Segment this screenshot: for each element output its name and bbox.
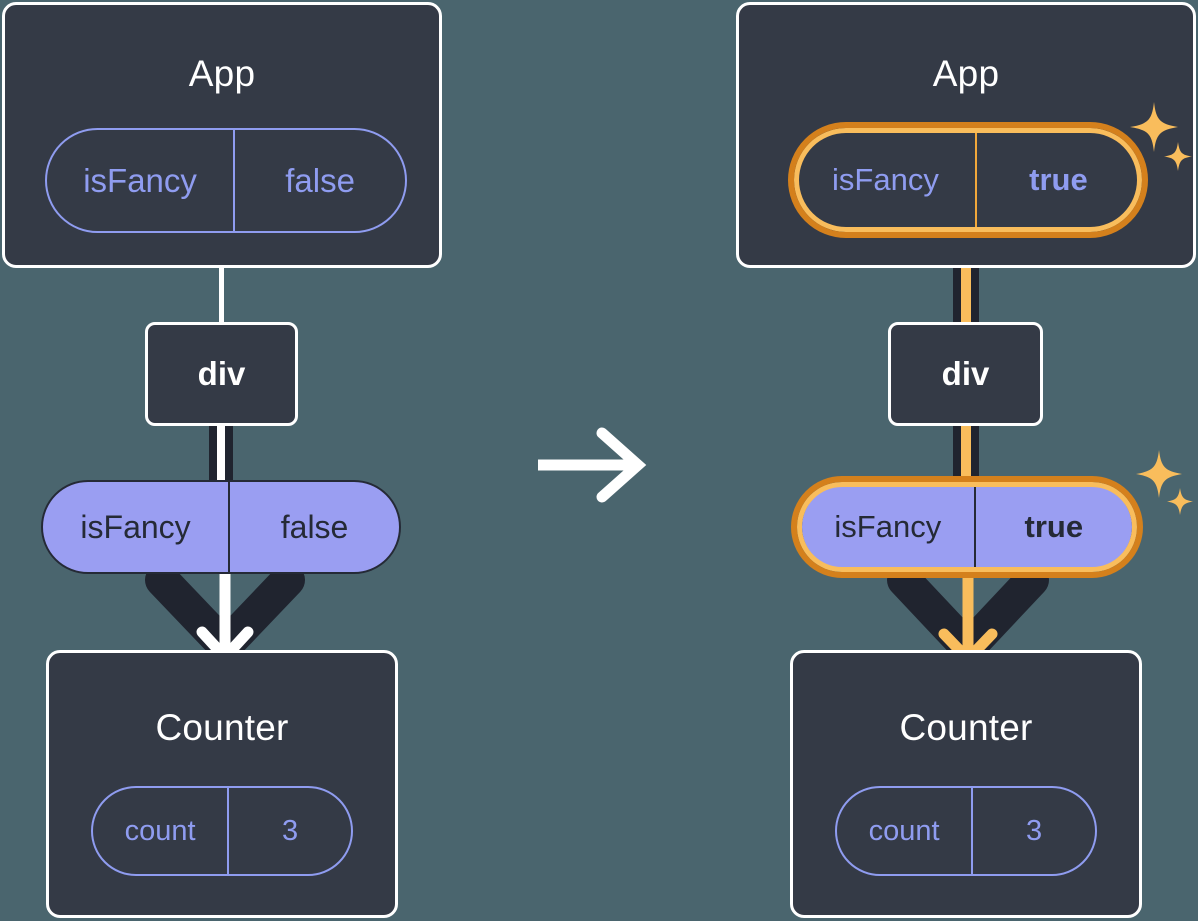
counter-state-value-after: 3 xyxy=(971,788,1095,874)
counter-card-before: Counter count 3 xyxy=(46,650,398,918)
sparkles-icon-prop-after xyxy=(1136,450,1193,515)
prop-value-after: true xyxy=(973,486,1132,568)
div-node-label-before: div xyxy=(197,355,246,392)
counter-state-key-after: count xyxy=(868,814,940,847)
sparkles-icon-app-after xyxy=(1130,102,1192,171)
app-state-pill-before: isFancy false xyxy=(45,128,407,233)
prop-pill-after: isFancy true xyxy=(800,484,1134,570)
counter-title-before: Counter xyxy=(155,707,289,748)
counter-card-after: Counter count 3 xyxy=(790,650,1142,918)
prop-key-after: isFancy xyxy=(834,509,942,544)
connector-app-to-div-before xyxy=(219,265,224,325)
div-node-label-after: div xyxy=(941,355,990,392)
app-title-before: App xyxy=(188,53,256,94)
connector-div-to-prop-core-after xyxy=(961,425,971,489)
app-state-pill-after: isFancy true xyxy=(796,130,1140,230)
app-state-value-before: false xyxy=(233,130,405,231)
app-state-key-after: isFancy xyxy=(832,162,939,197)
transition-arrow-icon xyxy=(538,427,647,503)
app-title-after: App xyxy=(932,53,1000,94)
prop-pill-before: isFancy false xyxy=(41,480,401,574)
div-node-before: div xyxy=(145,322,298,426)
connector-div-to-prop-core-before xyxy=(217,425,225,489)
div-node-after: div xyxy=(888,322,1043,426)
prop-value-before: false xyxy=(228,482,399,572)
app-state-key-before: isFancy xyxy=(83,161,197,199)
app-card-before: App isFancy false xyxy=(2,2,442,268)
connector-app-to-div-core-after xyxy=(961,232,971,327)
app-state-value-after: true xyxy=(974,130,1140,230)
prop-key-before: isFancy xyxy=(80,508,191,545)
counter-state-value-before: 3 xyxy=(227,788,351,874)
counter-state-pill-before: count 3 xyxy=(91,786,353,876)
counter-title-after: Counter xyxy=(899,707,1033,748)
counter-state-key-before: count xyxy=(124,814,196,847)
counter-state-pill-after: count 3 xyxy=(835,786,1097,876)
